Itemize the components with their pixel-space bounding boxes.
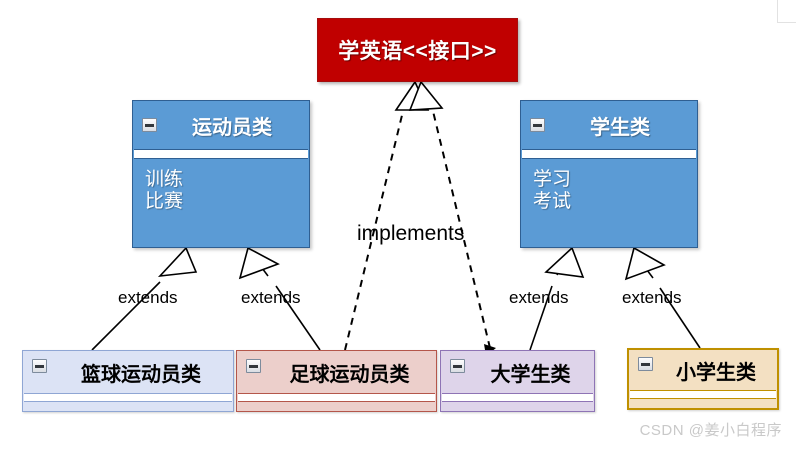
edge-extends-football bbox=[238, 246, 321, 351]
class-name-university: 大学生类 bbox=[490, 363, 571, 386]
class-empty-compartment bbox=[237, 402, 436, 409]
class-box-university-student[interactable]: 大学生类 bbox=[440, 350, 595, 412]
edge-label-extends-university: extends bbox=[509, 288, 569, 307]
edge-label-implements: implements bbox=[357, 222, 465, 245]
edge-extends-basketball bbox=[91, 246, 198, 351]
class-divider bbox=[238, 393, 435, 402]
edge-label-extends-football: extends bbox=[241, 288, 301, 307]
edge-implements-university bbox=[408, 80, 496, 356]
class-empty-compartment bbox=[629, 399, 777, 406]
class-name-athlete: 运动员类 bbox=[192, 116, 272, 139]
minus-collapse-icon[interactable] bbox=[530, 118, 545, 132]
edge-implements-football bbox=[344, 80, 430, 351]
edge-extends-university bbox=[529, 246, 585, 351]
edge-label-extends-basketball: extends bbox=[118, 288, 178, 307]
minus-collapse-icon[interactable] bbox=[142, 118, 157, 132]
minus-collapse-icon[interactable] bbox=[638, 357, 653, 371]
minus-collapse-icon[interactable] bbox=[450, 359, 465, 373]
minus-collapse-icon[interactable] bbox=[246, 359, 261, 373]
edge-label-extends-primary: extends bbox=[622, 288, 682, 307]
class-title-bar-athlete: 运动员类 bbox=[133, 101, 309, 149]
interface-box-xueyingyu[interactable]: 学英语<<接口>> bbox=[317, 18, 518, 82]
page-corner-fold bbox=[777, 0, 796, 23]
class-box-football-player[interactable]: 足球运动员类 bbox=[236, 350, 437, 412]
minus-collapse-icon[interactable] bbox=[32, 359, 47, 373]
class-box-primary-student[interactable]: 小学生类 bbox=[627, 348, 779, 410]
interface-title: 学英语<<接口>> bbox=[338, 40, 497, 63]
class-box-basketball-player[interactable]: 篮球运动员类 bbox=[22, 350, 234, 412]
class-divider bbox=[134, 149, 308, 159]
class-name-primary: 小学生类 bbox=[676, 361, 756, 384]
class-title-bar-university: 大学生类 bbox=[441, 351, 594, 393]
class-title-bar-football: 足球运动员类 bbox=[237, 351, 436, 393]
class-members-student: 学习 考试 bbox=[533, 169, 572, 213]
class-name-student: 学生类 bbox=[590, 116, 650, 139]
edge-extends-primary bbox=[624, 246, 701, 349]
class-empty-compartment bbox=[441, 402, 594, 409]
class-divider bbox=[522, 149, 696, 159]
class-members-athlete: 训练 比赛 bbox=[145, 169, 184, 213]
class-title-bar-student: 学生类 bbox=[521, 101, 697, 149]
class-divider bbox=[630, 390, 776, 399]
class-title-bar-basketball: 篮球运动员类 bbox=[23, 351, 233, 393]
class-box-athlete[interactable]: 运动员类 训练 比赛 bbox=[132, 100, 310, 248]
class-name-basketball: 篮球运动员类 bbox=[81, 363, 201, 386]
class-box-student[interactable]: 学生类 学习 考试 bbox=[520, 100, 698, 248]
class-empty-compartment bbox=[23, 402, 233, 409]
class-divider bbox=[24, 393, 232, 402]
class-divider bbox=[442, 393, 593, 402]
class-name-football: 足球运动员类 bbox=[289, 363, 410, 386]
class-title-bar-primary: 小学生类 bbox=[629, 350, 777, 390]
csdn-watermark: CSDN @姜小白程序 bbox=[639, 422, 782, 439]
